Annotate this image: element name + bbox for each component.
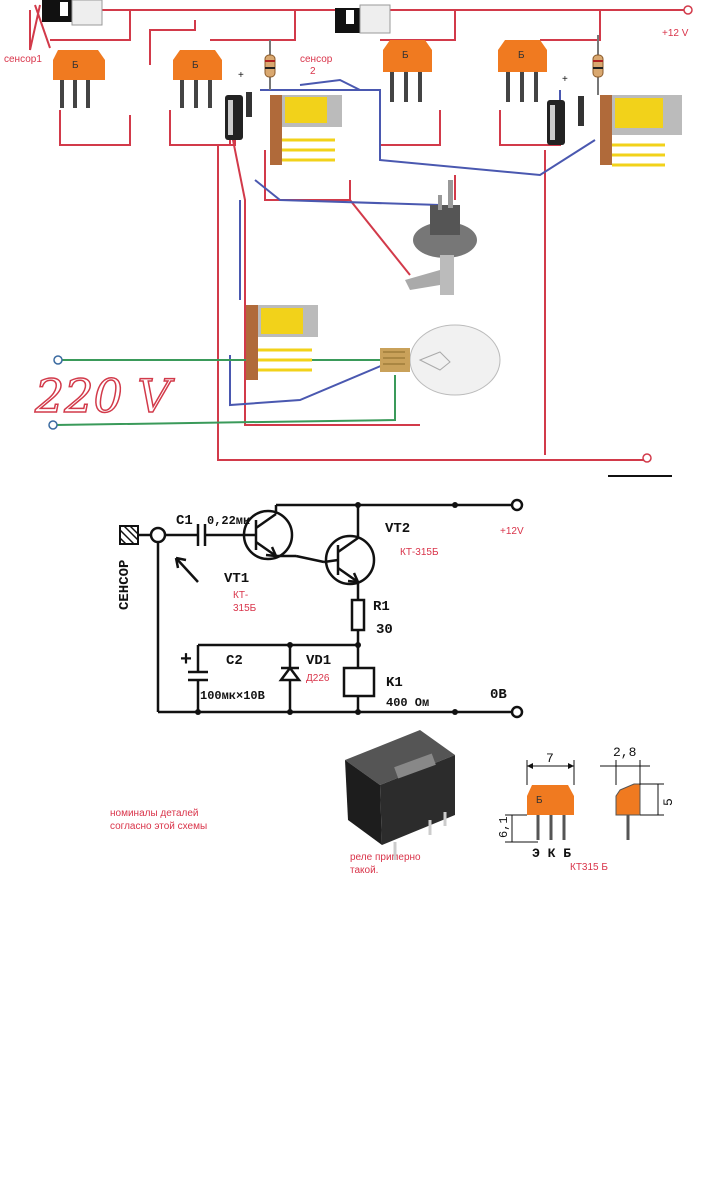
transistor-icon: Б: [383, 40, 432, 102]
relay-note-line1: реле примерно: [350, 852, 421, 863]
resistor-icon: [264, 40, 276, 90]
supply-label: +12V: [500, 526, 524, 537]
values-note-line1: номиналы деталей: [110, 808, 199, 819]
notes: номиналы деталей согласно этой схемы рел…: [110, 808, 608, 876]
k1-value: 400 Ом: [386, 696, 429, 710]
ground-terminal: [510, 705, 524, 719]
transistor-letter: Б: [192, 60, 199, 71]
supply-label: +12 V: [662, 28, 689, 39]
transistor-letter: Б: [518, 50, 525, 61]
r1-value: 30: [376, 622, 393, 638]
transistor-letter: Б: [72, 60, 79, 71]
vt2-symbol: [324, 534, 376, 586]
c2-label: C2: [226, 653, 243, 669]
resistor-icon: [592, 35, 604, 95]
c1-label: C1: [176, 513, 193, 529]
c2-plus: +: [180, 649, 192, 672]
ground-label: 0В: [490, 687, 507, 703]
part-name: КТ315 Б: [570, 862, 608, 873]
thyristor-icon: [405, 180, 477, 295]
blue-wires: [229, 78, 596, 407]
supply-terminal: [510, 498, 524, 512]
vt2-type: КТ-315Б: [400, 547, 439, 558]
vt1-type-line2: 315Б: [233, 603, 257, 614]
sensor1-label: сенсор1: [4, 54, 42, 65]
relay-icon: [270, 95, 342, 165]
mains-label: 220 V: [34, 369, 175, 423]
r1-label: R1: [373, 599, 390, 615]
transistor-icon: Б: [173, 50, 222, 108]
body-dim: 5: [661, 798, 676, 806]
relay-note-line2: такой.: [350, 865, 378, 876]
relay-icon: [246, 305, 318, 380]
package-letter: Б: [536, 795, 543, 806]
kt315-package-drawing: Б 7 6,1 Э К Б 2,8 5: [497, 745, 676, 861]
c2-value: 100мк×10В: [200, 689, 265, 703]
c1-value: 0,22мк: [207, 514, 250, 528]
green-wires: [48, 355, 400, 430]
vd1-symbol: [278, 665, 302, 682]
diode-icon: [578, 96, 584, 126]
sensor2-label-line1: сенсор: [300, 54, 333, 65]
values-note-line2: согласно этой схемы: [110, 821, 207, 832]
ground-terminal: [642, 453, 652, 463]
sensor-1-icon: [42, 0, 103, 26]
vt1-type-line1: КТ-: [233, 590, 248, 601]
vd1-label: VD1: [306, 653, 331, 669]
pin-labels: Э К Б: [532, 846, 571, 861]
vd1-type: Д226: [306, 673, 330, 684]
relay-photo-icon: [345, 730, 455, 860]
sensor-2-icon: [335, 4, 391, 34]
vt1-label: VT1: [224, 571, 249, 587]
schematic-diagram: СЕНСОР C1 0,22мк VT1 КТ- 315Б VT2 КТ-315…: [117, 498, 524, 719]
vt1-symbol: [242, 509, 294, 561]
plus-sign: +: [562, 74, 568, 85]
capacitor-icon: +: [225, 70, 244, 140]
supply-terminal: [683, 5, 693, 15]
k1-label: K1: [386, 675, 403, 691]
plus-sign: +: [238, 70, 244, 81]
r1-symbol: [350, 598, 366, 632]
transistor-icon: Б: [498, 40, 547, 102]
wiring-diagram: Б Б Б Б: [4, 0, 693, 477]
k1-symbol: [342, 666, 376, 698]
sensor-label: СЕНСОР: [117, 560, 133, 610]
relay-icon: [600, 95, 682, 167]
sensor-terminal: [149, 526, 167, 544]
transistor-letter: Б: [402, 50, 409, 61]
diode-icon: [246, 92, 252, 117]
transistor-icon: Б: [53, 50, 105, 108]
width-dim: 7: [546, 751, 554, 766]
lamp-icon: [380, 324, 501, 396]
thickness-dim: 2,8: [613, 745, 636, 760]
height-dim: 6,1: [497, 816, 511, 838]
vt2-label: VT2: [385, 521, 410, 537]
sensor2-label-line2: 2: [310, 66, 316, 77]
arrow-icon: [175, 557, 199, 583]
capacitor-icon: +: [547, 74, 568, 145]
